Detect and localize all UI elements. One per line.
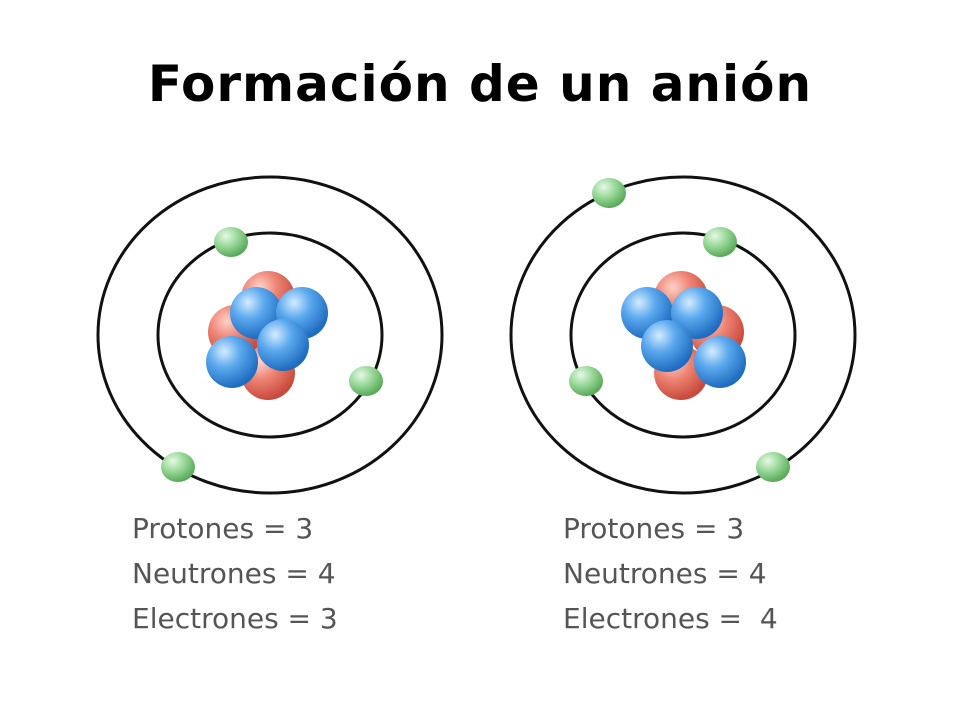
nucleus <box>621 271 746 400</box>
electron <box>756 452 790 482</box>
atom-neutral <box>96 175 444 495</box>
electron <box>214 227 248 257</box>
electron <box>349 366 383 396</box>
atom-2-caption: Protones = 3 Neutrones = 4 Electrones = … <box>563 506 778 641</box>
electron <box>703 227 737 257</box>
atom-1-caption: Protones = 3 Neutrones = 4 Electrones = … <box>132 506 338 641</box>
neutrones-label: Neutrones = 4 <box>563 557 767 590</box>
protones-label: Protones = 3 <box>132 512 314 545</box>
neutron <box>257 319 309 371</box>
neutron <box>641 320 693 372</box>
electrones-label: Electrones = 3 <box>132 602 338 635</box>
protones-label: Protones = 3 <box>563 512 745 545</box>
neutron <box>671 287 723 339</box>
neutron <box>694 336 746 388</box>
neutron <box>206 336 258 388</box>
neutrones-label: Neutrones = 4 <box>132 557 336 590</box>
atom-anion <box>509 175 857 495</box>
outer-orbit <box>96 175 444 495</box>
outer-orbit <box>509 175 857 495</box>
nucleus <box>206 271 328 400</box>
inner-orbit <box>156 231 384 439</box>
electron <box>161 452 195 482</box>
electron <box>592 178 626 208</box>
inner-orbit <box>569 231 797 439</box>
electrones-label: Electrones = 4 <box>563 602 778 635</box>
page-title: Formación de un anión <box>147 55 813 113</box>
electron <box>569 366 603 396</box>
